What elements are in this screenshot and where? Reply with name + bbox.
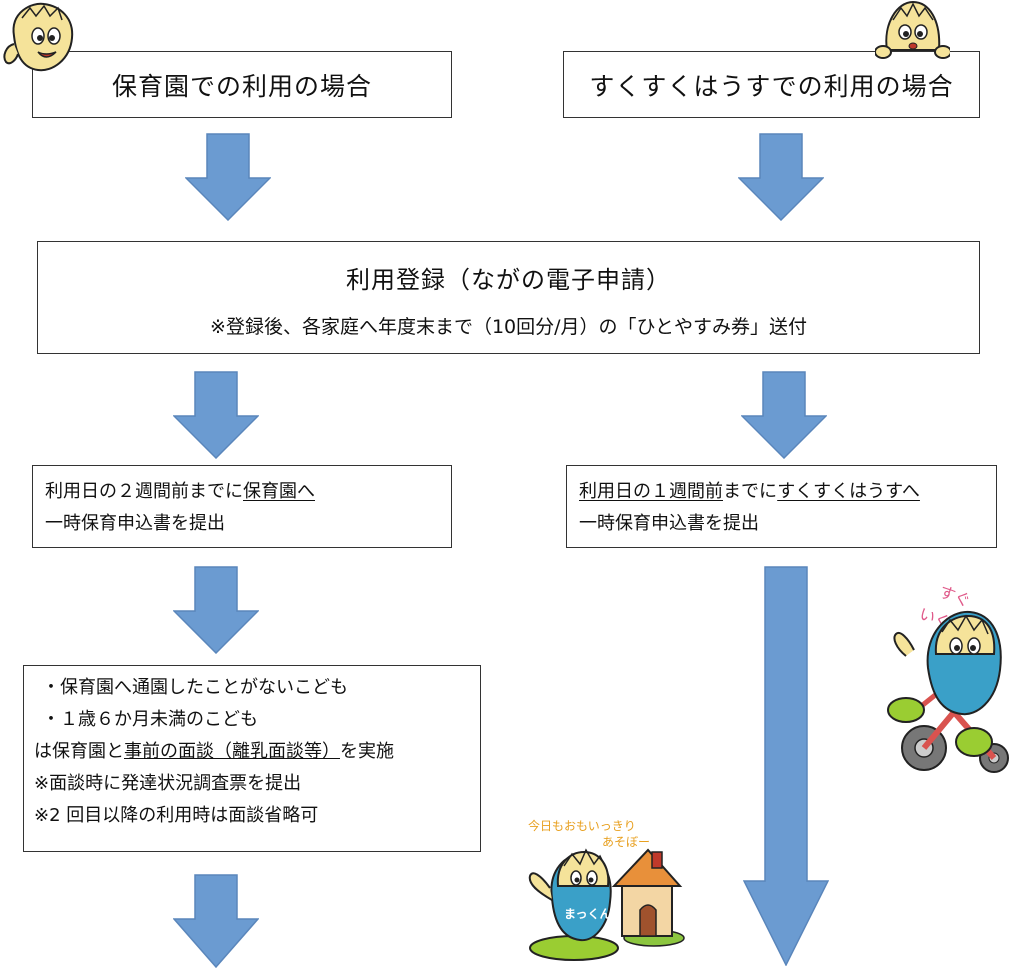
- condition-bullet-1: ・保育園へ通園したことがないこども: [42, 677, 348, 698]
- left-header-box: 保育園での利用の場合: [32, 51, 452, 118]
- left-step-line1: 利用日の２週間前までに保育園へ: [45, 476, 439, 508]
- down-arrow-icon: [741, 371, 827, 459]
- right-header-box: すくすくはうすでの利用の場合: [563, 51, 980, 118]
- mascot-peeking-icon: [875, 0, 950, 59]
- right-header-title: すくすくはうすでの利用の場合: [589, 71, 954, 101]
- left-step-destination: 保育園へ: [243, 481, 315, 502]
- left-step-line2: 一時保育申込書を提出: [45, 513, 225, 534]
- right-step-box: 利用日の１週間前までにすくすくはうすへ 一時保育申込書を提出: [566, 465, 997, 548]
- right-step-line1: 利用日の１週間前までにすくすくはうすへ: [579, 476, 984, 508]
- mascot-bike-speech-1: すぐ: [937, 582, 974, 611]
- mascot-house-speech-1: 今日もおもいっきり: [528, 818, 636, 833]
- condition-bullet-2: ・１歳６か月未満のこども: [42, 709, 258, 730]
- condition-note-2: ※2 回目以降の利用時は面談省略可: [34, 805, 319, 826]
- registration-note: ※登録後、各家庭へ年度末まで（10回分/月）の「ひとやすみ券」送付: [210, 316, 807, 338]
- right-step-line2: 一時保育申込書を提出: [579, 513, 759, 534]
- mascot-tricycle-icon: すぐ いくよー: [887, 582, 1009, 773]
- mascot-house-speech-2: あそぼー: [602, 835, 650, 849]
- condition-note-1: ※面談時に発達状況調査票を提出: [34, 773, 302, 794]
- down-arrow-icon: [738, 133, 824, 221]
- registration-box: 利用登録（ながの電子申請） ※登録後、各家庭へ年度末まで（10回分/月）の「ひと…: [37, 241, 980, 354]
- mascot-waving-icon: [3, 2, 74, 72]
- condition-line-3: は保育園と事前の面談（離乳面談等）を実施: [34, 736, 470, 768]
- right-step-destination: すくすくはうすへ: [777, 481, 920, 502]
- down-arrow-icon: [173, 566, 259, 654]
- left-header-title: 保育園での利用の場合: [111, 71, 372, 101]
- mascot-house-icon: 今日もおもいっきり あそぼー まっくん: [528, 818, 685, 961]
- registration-title: 利用登録（ながの電子申請）: [346, 266, 671, 294]
- condition-text: は保育園と: [34, 741, 124, 762]
- down-arrow-icon: [173, 874, 259, 968]
- right-step-deadline: 利用日の１週間前: [579, 481, 723, 502]
- conditions-box: ・保育園へ通園したことがないこども ・１歳６か月未満のこども は保育園と事前の面…: [23, 665, 481, 852]
- condition-interview: 事前の面談（離乳面談等）: [124, 741, 340, 762]
- right-step-text: までに: [723, 481, 778, 502]
- left-step-text: 利用日の２週間前までに: [45, 481, 243, 502]
- condition-text-end: を実施: [340, 741, 394, 762]
- down-arrow-icon: [173, 371, 259, 459]
- long-down-arrow-icon: [743, 566, 829, 966]
- mascot-shirt-text: まっくん: [564, 907, 612, 921]
- down-arrow-icon: [185, 133, 271, 221]
- left-step-box: 利用日の２週間前までに保育園へ 一時保育申込書を提出: [32, 465, 452, 548]
